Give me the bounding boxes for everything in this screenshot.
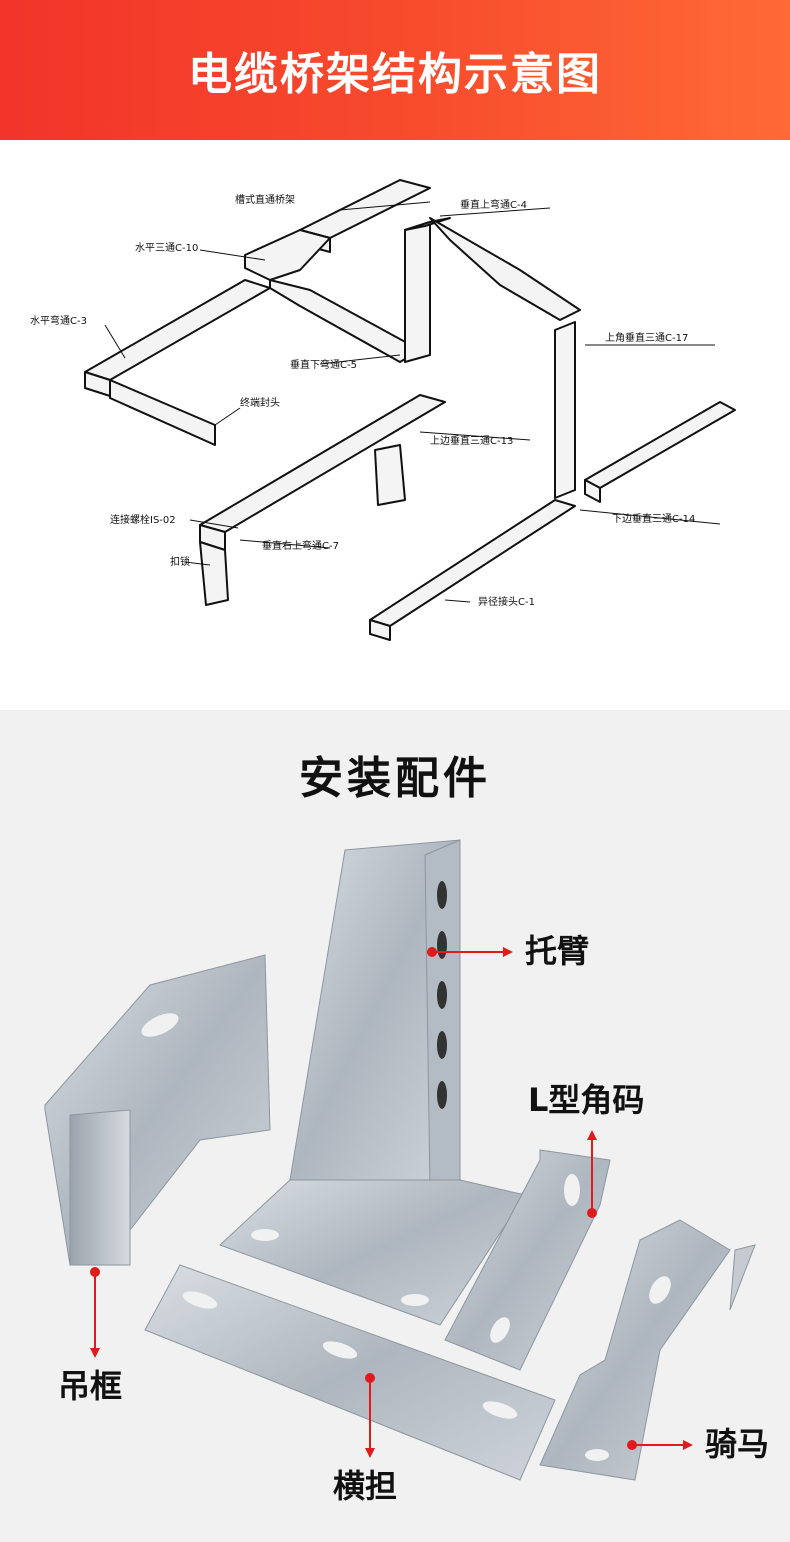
label-straight-tray: 槽式直通桥架: [235, 195, 295, 206]
l-angle-shape: [444, 1149, 611, 1371]
label-lower-vertical-tee: 下边垂直三通C-14: [612, 514, 696, 525]
label-horizontal-tee: 水平三通C-10: [135, 243, 199, 254]
label-horizontal-elbow: 水平弯通C-3: [30, 316, 87, 327]
label-vertical-up-elbow: 垂直上弯通C-4: [460, 200, 527, 211]
support-arm-shape: [219, 839, 526, 1326]
label-saddle: 骑马: [705, 1425, 770, 1463]
title-banner: 电缆桥架结构示意图: [0, 0, 790, 140]
label-vertical-down-elbow: 垂直下弯通C-5: [290, 360, 357, 371]
label-reducer: 异径接头C-1: [478, 597, 535, 608]
label-upper-vertical-tee: 上边垂直三通C-13: [430, 436, 514, 447]
tray-drawing: [84, 179, 736, 641]
accessories-section: 安装配件: [0, 710, 790, 1542]
label-crossbeam: 横担: [333, 1467, 398, 1505]
label-buckle: 扣锁: [170, 557, 190, 568]
accessories-drawing: [44, 839, 756, 1481]
saddle-shape: [539, 1219, 756, 1481]
label-vertical-right-up-elbow: 垂直右上弯通C-7: [262, 541, 339, 552]
label-connecting-bolt: 连接螺栓IS-02: [110, 515, 176, 526]
label-support-arm: 托臂: [525, 932, 590, 970]
crossbeam-shape: [144, 1264, 556, 1481]
page-title: 电缆桥架结构示意图: [188, 49, 602, 100]
label-hanging-frame: 吊框: [58, 1367, 123, 1405]
label-corner-vertical-tee: 上角垂直三通C-17: [605, 333, 689, 344]
tray-structure-diagram: 槽式直通桥架 水平三通C-10 水平弯通C-3 垂直上弯通C-4 上角垂直三通C…: [0, 140, 790, 710]
label-end-cap: 终端封头: [240, 398, 280, 409]
hanging-frame-shape: [44, 954, 271, 1266]
label-l-angle: L型角码: [528, 1081, 645, 1119]
accessories-title: 安装配件: [299, 753, 491, 804]
